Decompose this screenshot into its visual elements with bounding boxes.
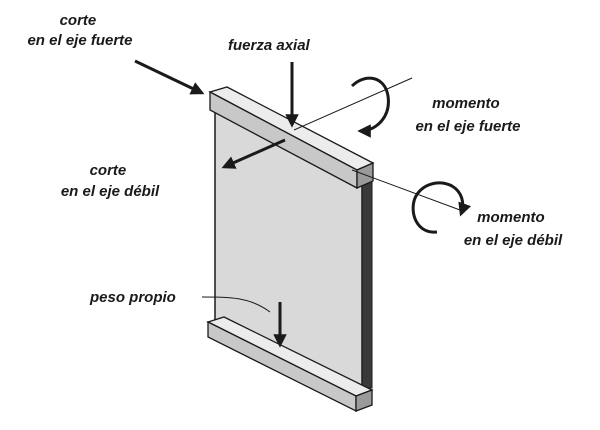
weak-axis-line (351, 169, 461, 211)
label-shear-weak-axis: corte en el eje débil (61, 162, 160, 200)
self-weight-leader (201, 296, 271, 313)
shear-strong-axis-arrow (134, 59, 205, 95)
shear-weak-axis-arrow (221, 138, 286, 169)
label-shear-strong-axis: corte en el eje fuerte (27, 12, 132, 49)
moment-strong-axis-arrow (350, 76, 390, 138)
bottom-flange (206, 316, 374, 413)
moment-weak-axis-arrow (411, 181, 472, 234)
label-moment-strong-axis: momento en el eje fuerte (415, 95, 520, 135)
label-axial-force: fuerza axial (228, 37, 311, 54)
label-moment-weak-axis: momento en el eje débil (464, 209, 563, 249)
label-self-weight: peso propio (89, 289, 176, 306)
panel-edge (361, 179, 373, 389)
strong-axis-line (293, 77, 413, 131)
